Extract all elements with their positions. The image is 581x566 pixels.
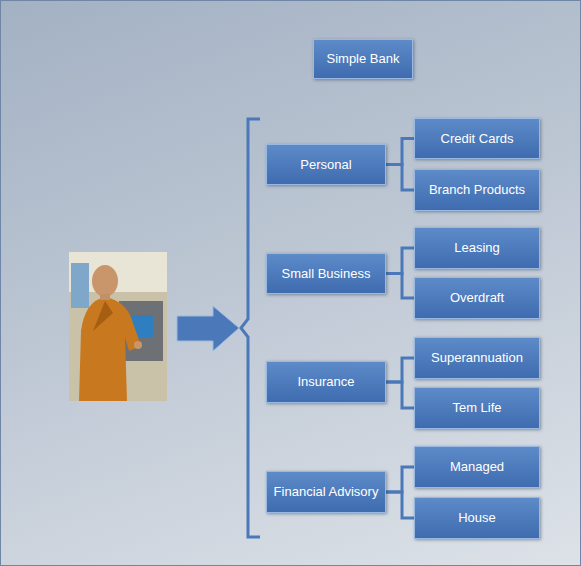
title-box: Simple Bank — [313, 39, 413, 79]
category-box: Branch Products — [414, 169, 540, 211]
bracket-connector — [386, 382, 414, 408]
box-label: Personal — [300, 157, 351, 173]
box-label: Leasing — [454, 240, 500, 256]
box-label: Financial Advisory — [274, 484, 379, 500]
box-label: Insurance — [297, 374, 354, 390]
category-box: Managed — [414, 446, 540, 488]
bracket-connector — [386, 274, 414, 299]
flow-arrow — [177, 306, 239, 351]
person-hand — [134, 341, 142, 349]
box-label: Overdraft — [450, 290, 504, 306]
category-box: Leasing — [414, 227, 540, 269]
category-box: Tem Life — [414, 387, 540, 429]
bracket-connector — [386, 492, 414, 518]
person-photo — [69, 252, 167, 401]
box-label: Managed — [450, 459, 504, 475]
category-box: Superannuation — [414, 337, 540, 379]
category-box: House — [414, 497, 540, 539]
person-head — [92, 265, 118, 297]
box-label: Branch Products — [429, 182, 525, 198]
box-label: Credit Cards — [441, 131, 514, 147]
bracket-connector — [386, 248, 414, 274]
category-box: Small Business — [266, 253, 386, 294]
box-label: Simple Bank — [327, 51, 400, 67]
box-label: Tem Life — [452, 400, 501, 416]
bracket-connector — [386, 467, 414, 492]
category-box: Personal — [266, 144, 386, 185]
robe-fold — [93, 301, 113, 331]
category-box: Financial Advisory — [266, 471, 386, 513]
box-label: Superannuation — [431, 350, 523, 366]
person-neck — [100, 294, 110, 300]
category-box: Insurance — [266, 361, 386, 403]
box-label: Small Business — [282, 266, 371, 282]
box-label: House — [458, 510, 496, 526]
category-box: Credit Cards — [414, 118, 540, 159]
bracket-connector — [386, 139, 414, 165]
bracket-connector — [386, 358, 414, 382]
photo-poster — [71, 263, 89, 308]
orange-robe — [79, 297, 141, 401]
group-bracket — [241, 119, 260, 537]
bracket-connector — [386, 165, 414, 191]
category-box: Overdraft — [414, 277, 540, 319]
photo-frame — [69, 252, 167, 401]
